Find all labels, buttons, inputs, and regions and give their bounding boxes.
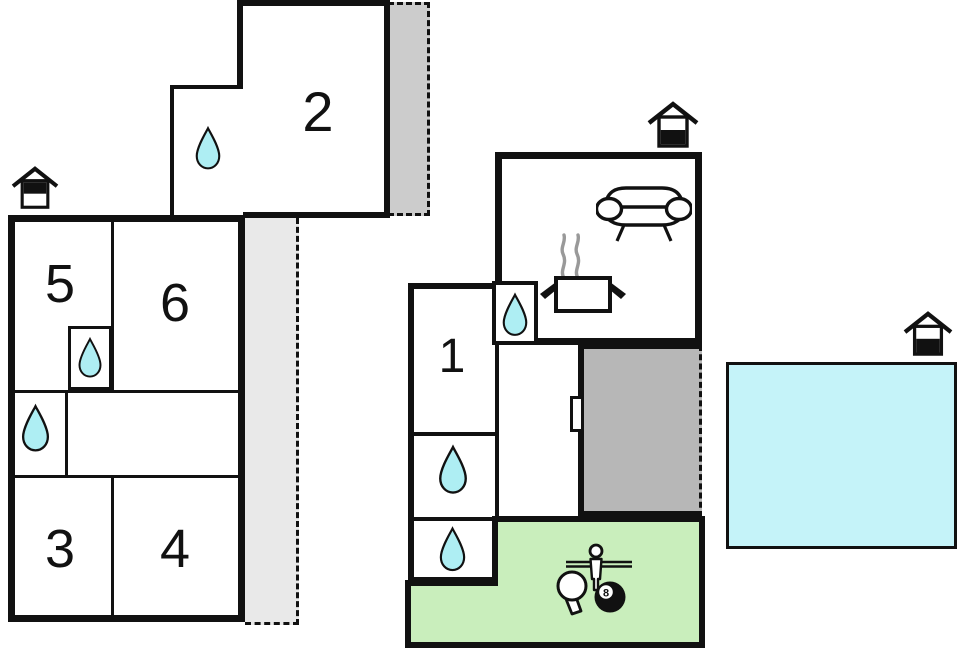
- sofa-icon: [596, 186, 692, 242]
- wall: [111, 478, 114, 615]
- wall: [15, 390, 238, 393]
- wall: [65, 390, 68, 475]
- terrace-dashed-strip: [245, 218, 299, 625]
- balcony-dashed-area: [388, 2, 430, 216]
- wall: [414, 432, 495, 436]
- covered-terrace: [578, 345, 702, 517]
- water-drop-icon: [195, 125, 221, 170]
- shower-room-mid: [68, 326, 112, 390]
- room-5-label: 5: [44, 254, 76, 314]
- bathroom-upper: [170, 85, 243, 218]
- room-1-label: 1: [438, 330, 466, 383]
- games-icons: 8: [556, 543, 632, 616]
- swimming-pool: [726, 362, 957, 549]
- table-tennis-paddle-icon: [556, 570, 588, 616]
- wall: [111, 222, 114, 390]
- water-drop-icon: [21, 403, 50, 452]
- cooking-pot-icon: [540, 276, 626, 313]
- lawn-area: [405, 516, 705, 648]
- door-handle: [570, 396, 584, 432]
- entrance-icon-ground-floor: [903, 311, 953, 356]
- room-1-column: 1: [408, 283, 499, 583]
- room-6-label: 6: [159, 273, 191, 333]
- entrance-icon-ground-floor: [647, 101, 699, 148]
- billiard-ball-number: 8: [603, 588, 609, 600]
- water-drop-icon: [502, 292, 528, 336]
- water-drop-icon: [439, 526, 466, 572]
- bathroom-ground: [492, 281, 538, 345]
- room-4-label: 4: [159, 519, 191, 579]
- water-drop-icon: [78, 336, 102, 378]
- room-2: 2: [237, 0, 390, 218]
- steam-icon: [560, 233, 581, 279]
- water-drop-icon: [439, 444, 467, 494]
- wall: [15, 475, 238, 478]
- wall: [414, 517, 495, 521]
- entrance-icon-upper-floor: [11, 166, 59, 209]
- room-2-label: 2: [302, 80, 334, 143]
- left-building-main-block: 5 6 3 4: [8, 215, 245, 622]
- room-3-label: 3: [44, 519, 76, 579]
- foosball-player-icon: [566, 543, 632, 592]
- billiard-ball-icon: 8: [594, 581, 626, 613]
